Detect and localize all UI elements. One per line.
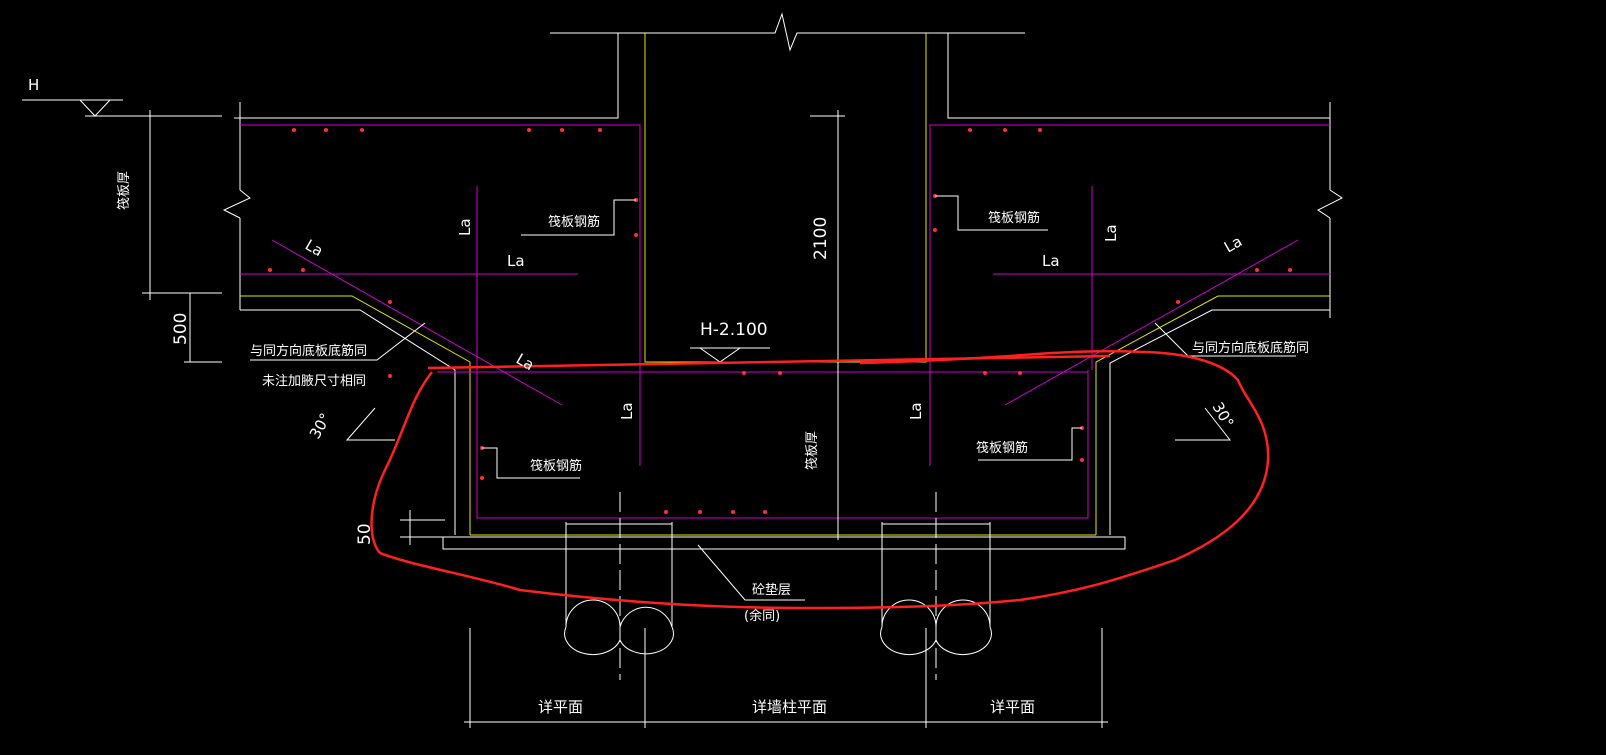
la-label: La (1221, 232, 1245, 256)
dim-50: 50 (355, 523, 375, 545)
see-plan-left: 详平面 (538, 698, 583, 716)
elevation-label: H-2.100 (700, 320, 768, 340)
la-label: La (1042, 252, 1060, 270)
raft-rebar-label-bl: 筏板钢筋 (530, 458, 582, 474)
same-bottom-rebar-note-right: 与同方向底板底筋同 (1192, 340, 1309, 356)
cushion-same-label: (余同) (744, 608, 780, 624)
haunch-note: 未注加腋尺寸相同 (262, 374, 366, 389)
same-bottom-rebar-note-left: 与同方向底板底筋同 (250, 343, 367, 359)
angle-label-left: 30° (306, 410, 335, 442)
piles (564, 492, 992, 680)
dimension-lines (22, 99, 1296, 728)
raft-thickness-center-label: 筏板厚 (804, 431, 820, 470)
la-label: La (456, 218, 474, 236)
see-wall-column-plan: 详墙柱平面 (752, 698, 827, 716)
dim-2100: 2100 (811, 217, 831, 260)
raft-thickness-label: 筏板厚 (116, 171, 132, 210)
la-label: La (507, 252, 525, 270)
la-label: La (618, 402, 636, 420)
dim-500: 500 (171, 313, 191, 345)
la-label: La (302, 236, 326, 260)
la-label: La (1102, 224, 1120, 242)
see-plan-right: 详平面 (990, 698, 1035, 716)
la-label: La (907, 402, 925, 420)
column (234, 12, 1330, 363)
la-label: La (513, 350, 537, 374)
raft-rebar-label-tr: 筏板钢筋 (988, 210, 1040, 226)
level-h-label: H (28, 76, 39, 94)
raft-rebar-label-br: 筏板钢筋 (976, 440, 1028, 456)
rebar-lines (240, 124, 1330, 519)
raft-rebar-label-tl: 筏板钢筋 (548, 214, 600, 230)
cushion-layer-label: 砼垫层 (752, 582, 791, 598)
red-markup (370, 349, 1270, 610)
raft-outline (222, 102, 1343, 550)
angle-label-right: 30° (1209, 399, 1238, 431)
rebar-dots (268, 128, 1292, 514)
